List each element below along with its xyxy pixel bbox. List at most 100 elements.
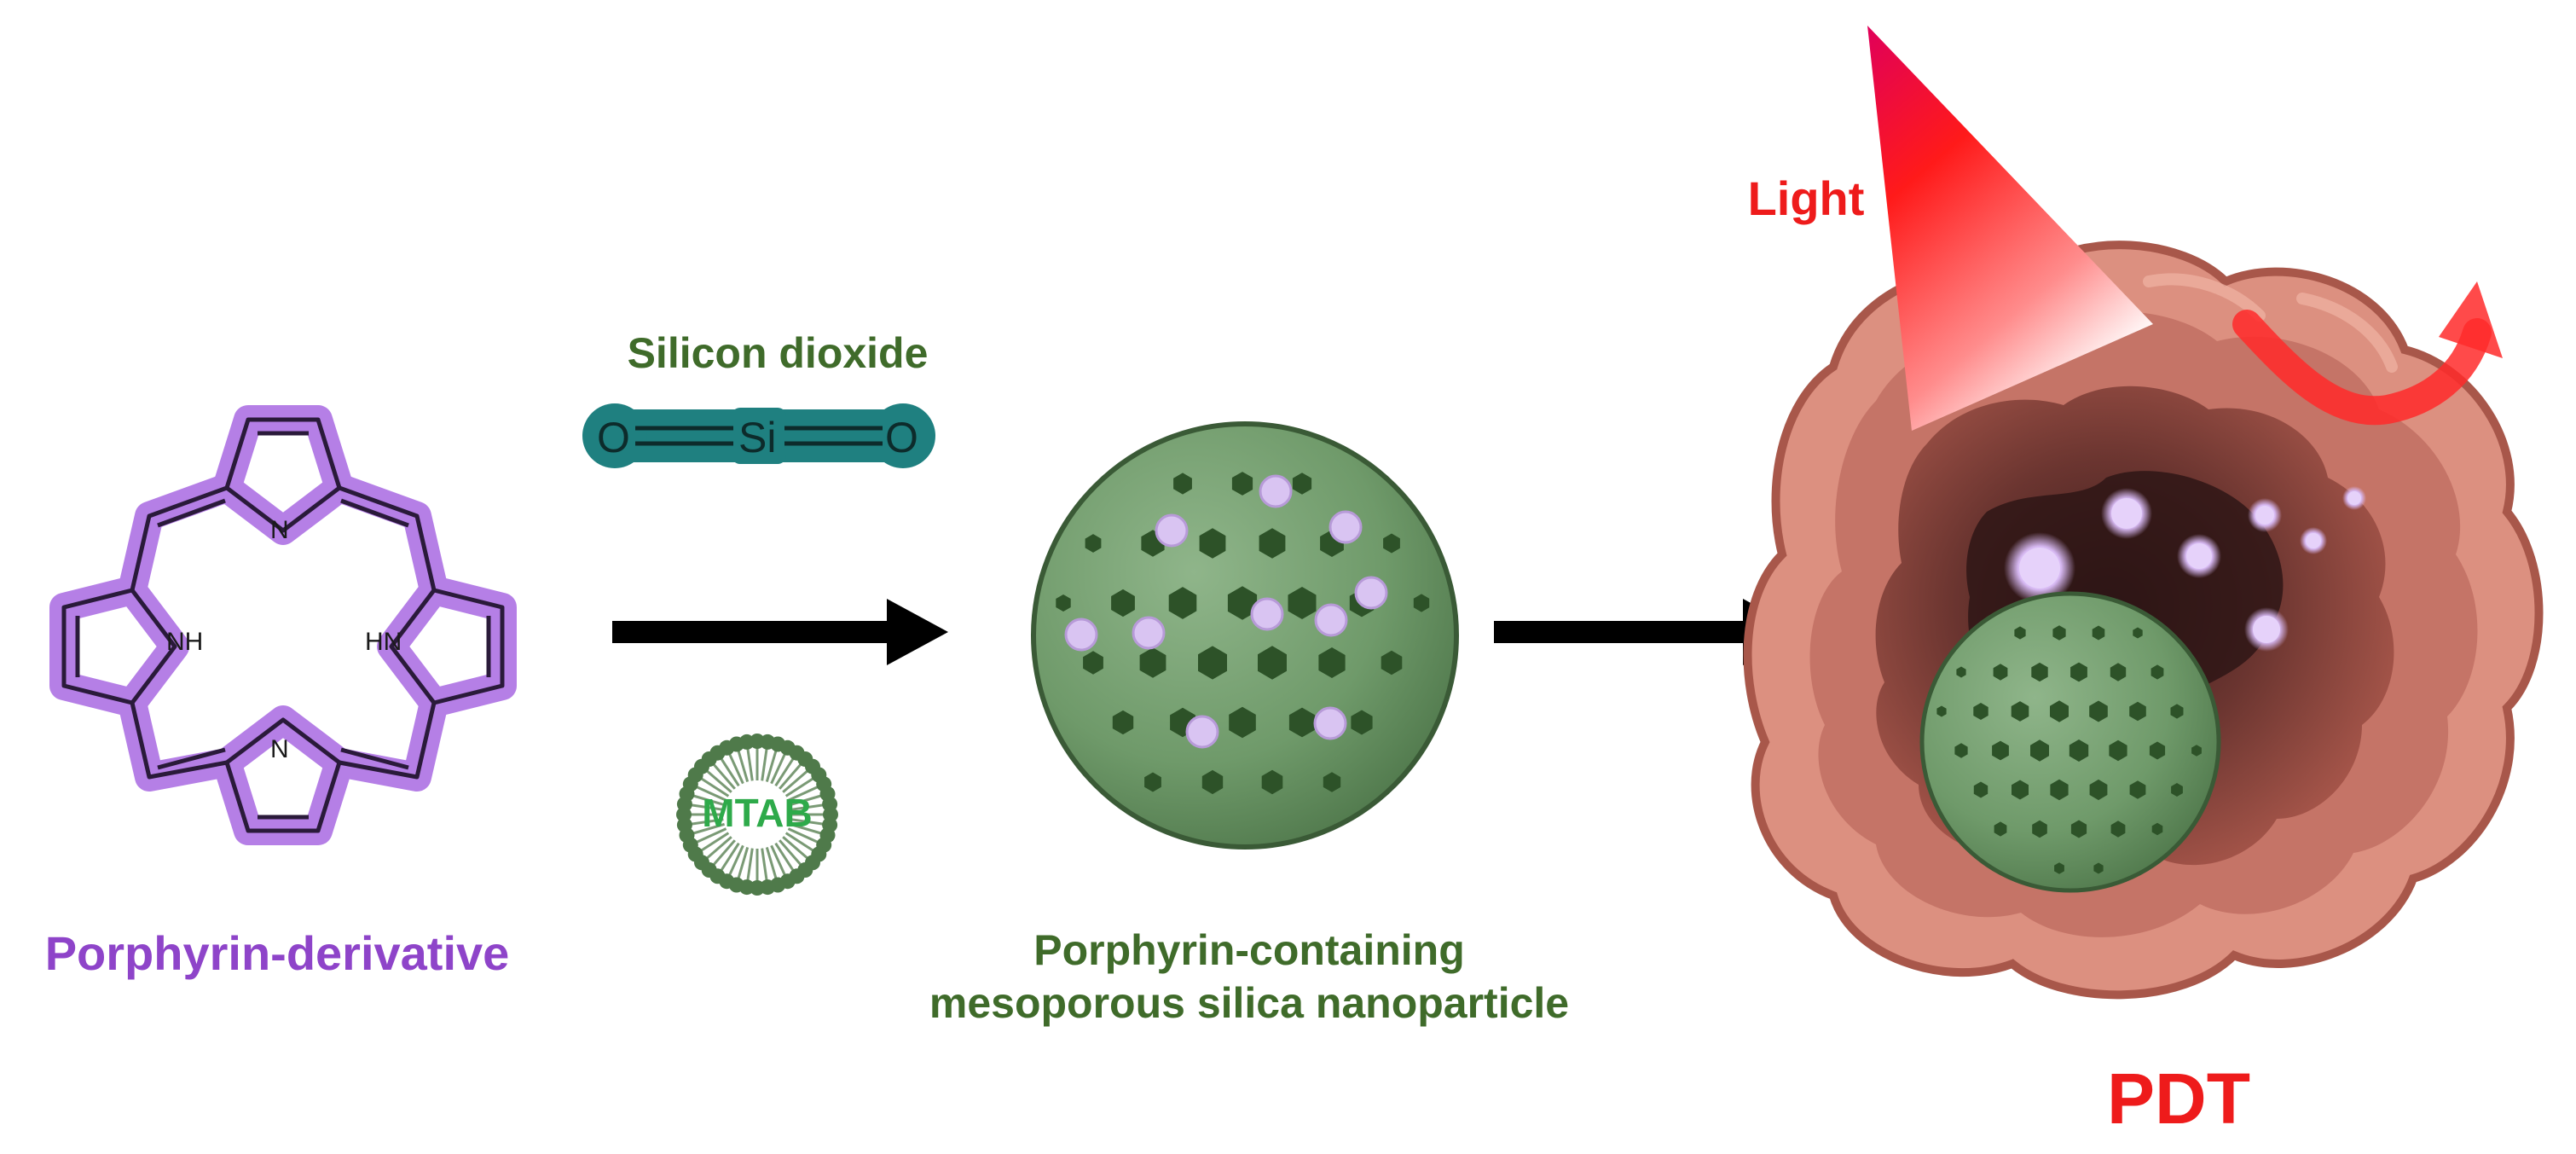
atom-label-hn: HN xyxy=(365,628,402,656)
mtab-micelle xyxy=(676,734,838,896)
pore xyxy=(2070,662,2087,682)
atom-label-n: N xyxy=(270,516,289,544)
pore xyxy=(1292,473,1312,495)
atom-label-o: O xyxy=(885,414,918,461)
surfactant-tail xyxy=(787,827,819,844)
surfactant-tail xyxy=(784,832,814,852)
surfactant-tail xyxy=(700,832,730,852)
silicon-dioxide-label: Silicon dioxide xyxy=(627,329,929,377)
porphyrin-label: Porphyrin-derivative xyxy=(44,926,510,980)
loaded-pore xyxy=(1314,603,1348,637)
surfactant-tail xyxy=(784,777,814,797)
pore xyxy=(2031,662,2048,682)
surfactant-tail xyxy=(737,846,750,879)
pore xyxy=(2149,741,2166,760)
pore xyxy=(1168,587,1197,619)
surfactant-tail xyxy=(782,769,808,793)
pore xyxy=(2012,780,2029,800)
surfactant-tail xyxy=(737,750,750,783)
pore xyxy=(1383,533,1400,554)
pore xyxy=(2089,779,2108,801)
pore xyxy=(2170,704,2184,719)
nanoparticle-pores xyxy=(1936,625,2202,874)
surfactant-head xyxy=(822,796,838,812)
pore xyxy=(1288,707,1316,738)
pore xyxy=(1173,473,1192,495)
surfactant-tail xyxy=(712,839,736,866)
surfactant-tail xyxy=(746,848,754,881)
surfactant-tail xyxy=(789,794,822,807)
surfactant-tail xyxy=(770,753,786,785)
pore xyxy=(1936,705,1947,717)
loaded-pore xyxy=(1259,474,1293,508)
pore xyxy=(2030,739,2049,762)
surfactant-tail xyxy=(765,750,778,783)
surfactant-tail xyxy=(700,777,730,797)
nanoparticle-pores xyxy=(1056,472,1430,795)
pore xyxy=(2069,739,2089,762)
mtab-label: MTAB xyxy=(702,791,813,835)
surfactant-tail xyxy=(761,748,768,781)
pore xyxy=(1201,769,1224,795)
loaded-porphyrin-pores xyxy=(1064,474,1388,749)
loaded-pore xyxy=(1132,616,1166,650)
pore xyxy=(2109,739,2127,762)
surfactant-tail xyxy=(787,786,819,802)
pore xyxy=(2011,701,2029,722)
pore xyxy=(2110,663,2127,681)
pdt-label: PDT xyxy=(2107,1058,2250,1139)
nanoparticle-in-tumor xyxy=(1919,591,2221,893)
rotation-arrow-icon xyxy=(2232,281,2503,426)
surfactant-tail xyxy=(696,827,727,844)
surfactant-tail xyxy=(779,839,802,866)
pore xyxy=(2014,626,2026,640)
pore xyxy=(2151,822,2163,836)
nanoparticle-label-line2: mesoporous silica nanoparticle xyxy=(929,979,1570,1027)
atom-label-si: Si xyxy=(738,414,777,461)
pore xyxy=(1139,647,1166,678)
surfactant-tail xyxy=(770,844,786,876)
pore xyxy=(1229,706,1256,739)
surfactant-tail xyxy=(728,753,744,785)
pore xyxy=(2050,779,2069,801)
pore xyxy=(1413,594,1430,612)
pore xyxy=(1992,740,2009,761)
silicon-dioxide-molecule xyxy=(582,403,935,468)
surfactant-tail xyxy=(765,846,778,879)
surfactant-tail xyxy=(692,822,726,835)
pore xyxy=(2054,862,2064,874)
surfactant-tail xyxy=(774,757,795,787)
loaded-pore xyxy=(1155,513,1189,548)
pore xyxy=(1956,666,1966,678)
nanoparticle-label-line1: Porphyrin-containing xyxy=(1033,926,1465,974)
pore xyxy=(2110,821,2126,838)
pore xyxy=(2191,745,2202,757)
pore xyxy=(2129,780,2146,799)
surfactant-tail xyxy=(706,769,732,793)
pore xyxy=(2032,820,2047,838)
pore xyxy=(1318,647,1346,678)
pore xyxy=(1261,769,1283,795)
pore xyxy=(1993,664,2008,681)
surfactant-tail xyxy=(789,822,822,835)
pore xyxy=(2070,820,2087,838)
pore xyxy=(2089,700,2108,722)
surfactant-tail xyxy=(746,748,754,781)
singlet-oxygen-glows xyxy=(2004,486,2366,652)
pore xyxy=(1288,587,1317,619)
pore xyxy=(2093,862,2104,874)
loaded-pore xyxy=(1313,706,1347,740)
loaded-pore xyxy=(1064,618,1098,652)
loaded-pore xyxy=(1250,597,1284,631)
reaction-arrow-1 xyxy=(612,599,948,665)
loaded-pore xyxy=(1354,576,1388,610)
loaded-pore xyxy=(1329,510,1363,544)
surfactant-tail xyxy=(691,803,724,811)
pore xyxy=(1144,772,1161,792)
pore xyxy=(1085,534,1102,553)
surfactant-tail xyxy=(790,803,824,811)
pore xyxy=(2133,627,2143,639)
pore xyxy=(1954,743,1968,758)
pore xyxy=(1198,646,1227,680)
